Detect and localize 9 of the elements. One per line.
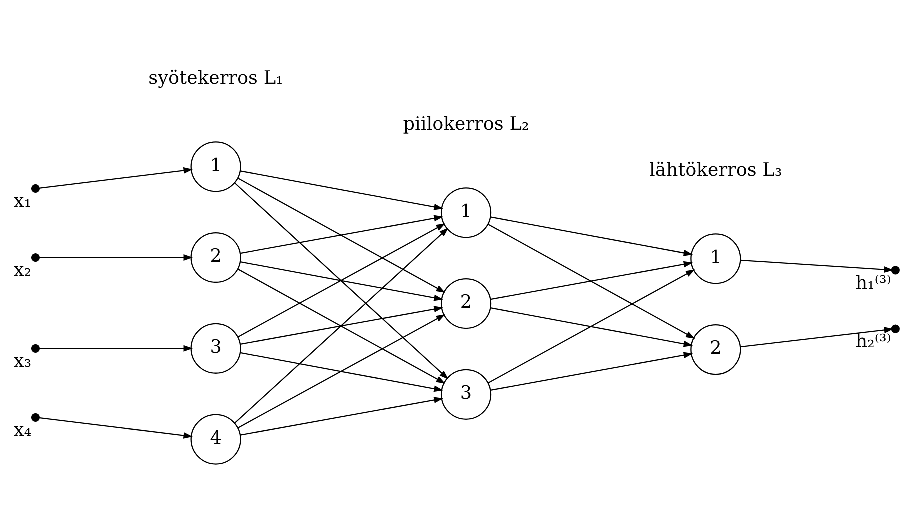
- label: syötekerros L₁: [148, 67, 283, 88]
- label: lähtökerros L₃: [649, 159, 782, 180]
- node-label: h₁⁽³⁾: [855, 272, 891, 294]
- node-label: x₁: [13, 190, 32, 212]
- label: piilokerros L₂: [402, 113, 529, 134]
- node-label: x₄: [13, 420, 32, 441]
- node-label: h₂⁽³⁾: [855, 331, 891, 352]
- node-label: x₃: [13, 350, 32, 372]
- node-label: x₂: [13, 260, 32, 281]
